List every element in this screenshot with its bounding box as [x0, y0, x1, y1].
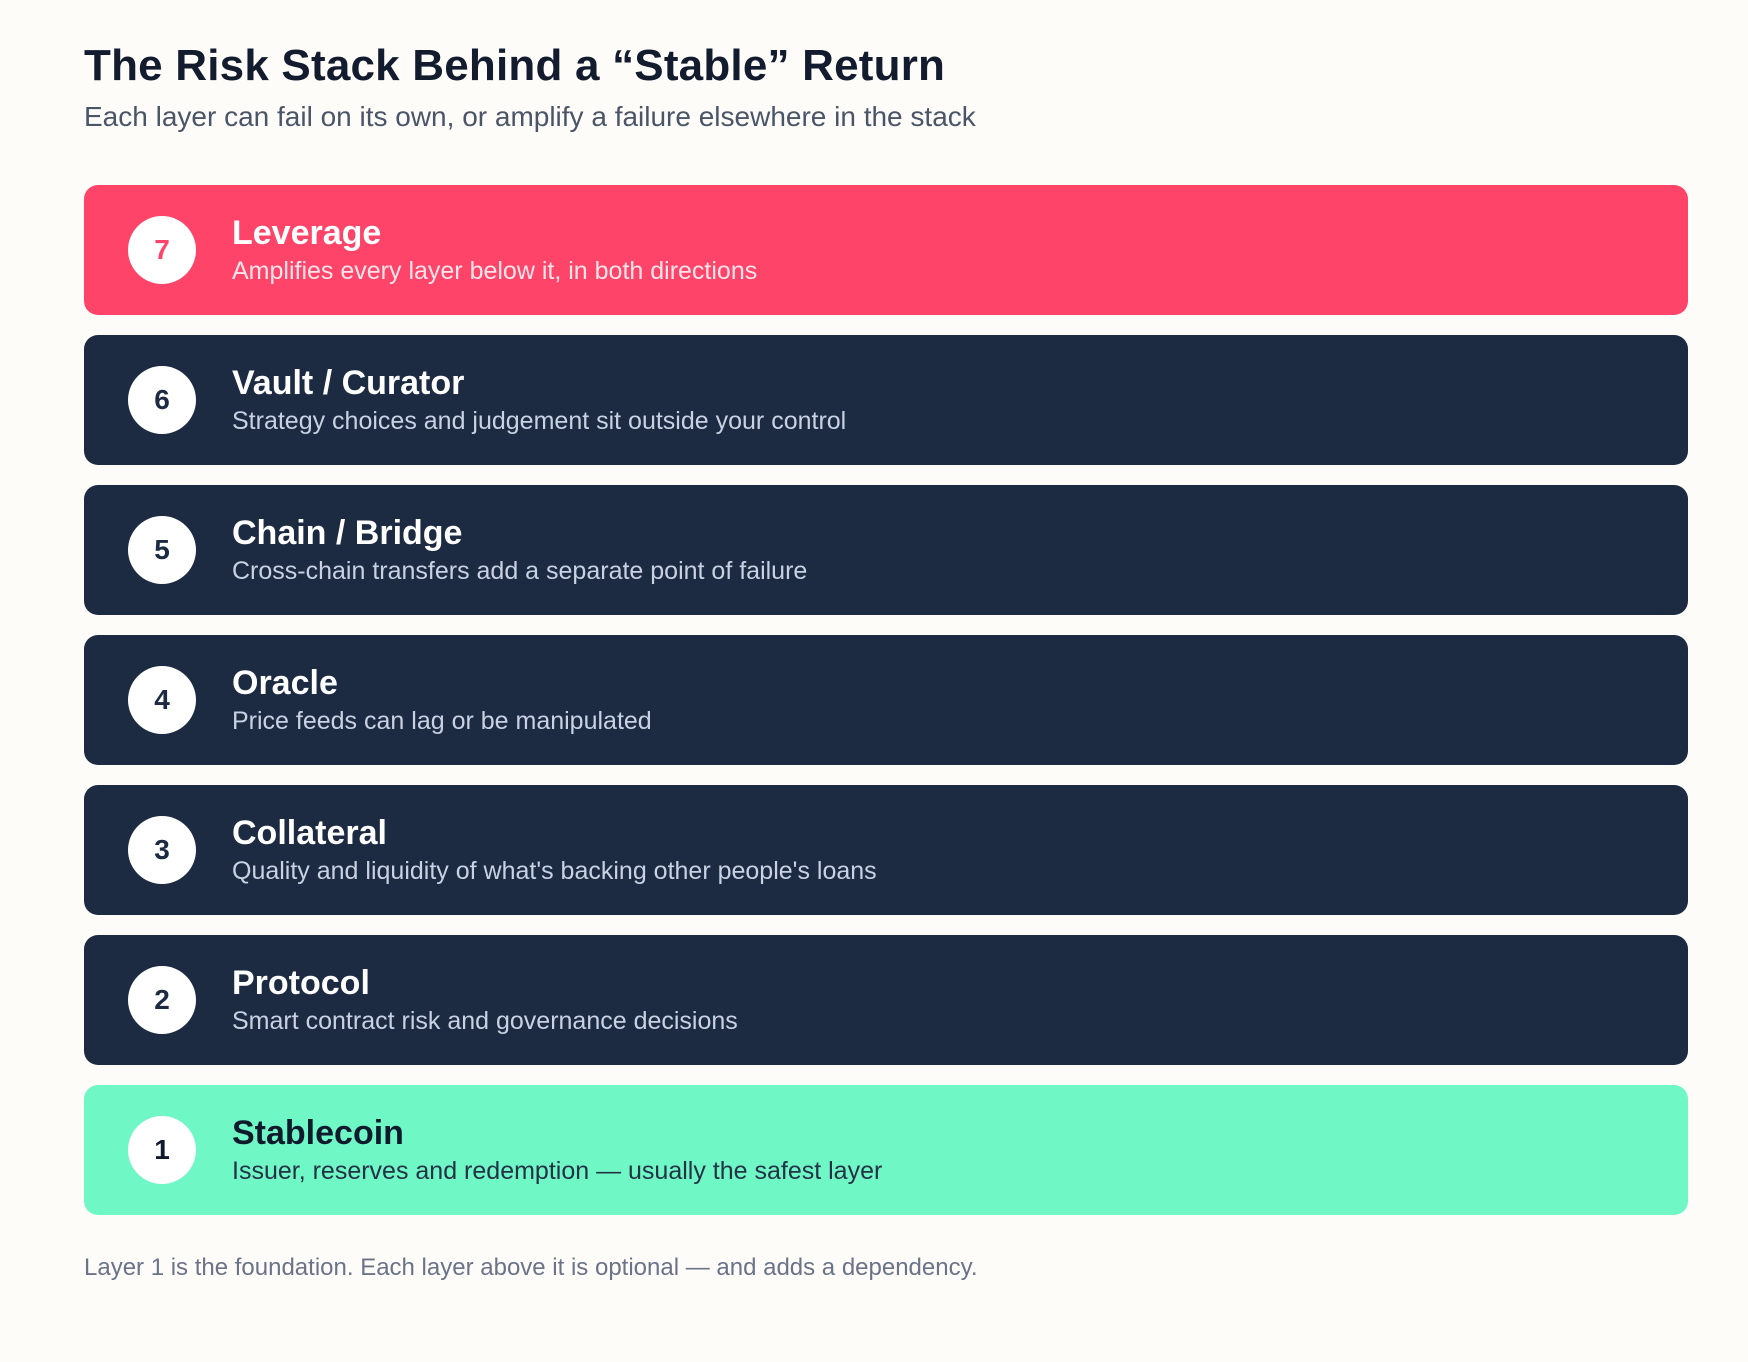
- layer-number-badge: 2: [128, 966, 196, 1034]
- layer-number-badge: 4: [128, 666, 196, 734]
- layer-name: Chain / Bridge: [232, 514, 463, 552]
- footnote: Layer 1 is the foundation. Each layer ab…: [84, 1254, 978, 1281]
- layer-7-leverage: 7 Leverage Amplifies every layer below i…: [84, 185, 1688, 315]
- layer-number-badge: 7: [128, 216, 196, 284]
- layer-name: Leverage: [232, 214, 382, 252]
- layer-text: Stablecoin Issuer, reserves and redempti…: [232, 1113, 882, 1187]
- layer-name: Protocol: [232, 964, 370, 1002]
- layer-name: Stablecoin: [232, 1114, 404, 1152]
- risk-stack-diagram: The Risk Stack Behind a “Stable” Return …: [84, 40, 1688, 1283]
- layer-number-badge: 6: [128, 366, 196, 434]
- page-title: The Risk Stack Behind a “Stable” Return: [84, 41, 946, 90]
- layer-description: Price feeds can lag or be manipulated: [232, 707, 652, 735]
- layer-name: Collateral: [232, 814, 387, 852]
- layer-description: Issuer, reserves and redemption — usuall…: [232, 1157, 883, 1185]
- page-subtitle: Each layer can fail on its own, or ampli…: [84, 101, 976, 132]
- layer-stack: 7 Leverage Amplifies every layer below i…: [84, 185, 1688, 1215]
- layer-1-stablecoin: 1 Stablecoin Issuer, reserves and redemp…: [84, 1085, 1688, 1215]
- layer-description: Strategy choices and judgement sit outsi…: [232, 407, 847, 435]
- layer-number-badge: 5: [128, 516, 196, 584]
- layer-3-collateral: 3 Collateral Quality and liquidity of wh…: [84, 785, 1688, 915]
- layer-name: Vault / Curator: [232, 364, 465, 402]
- layer-name: Oracle: [232, 664, 338, 702]
- layer-text: Protocol Smart contract risk and governa…: [232, 963, 738, 1037]
- layer-number-badge: 3: [128, 816, 196, 884]
- layer-description: Smart contract risk and governance decis…: [232, 1007, 738, 1035]
- layer-description: Quality and liquidity of what's backing …: [232, 857, 877, 885]
- layer-description: Amplifies every layer below it, in both …: [232, 257, 758, 285]
- layer-text: Oracle Price feeds can lag or be manipul…: [232, 663, 652, 737]
- layer-description: Cross-chain transfers add a separate poi…: [232, 557, 808, 585]
- layer-6-vault-curator: 6 Vault / Curator Strategy choices and j…: [84, 335, 1688, 465]
- layer-text: Chain / Bridge Cross-chain transfers add…: [232, 513, 807, 587]
- layer-5-chain-bridge: 5 Chain / Bridge Cross-chain transfers a…: [84, 485, 1688, 615]
- layer-4-oracle: 4 Oracle Price feeds can lag or be manip…: [84, 635, 1688, 765]
- layer-text: Collateral Quality and liquidity of what…: [232, 813, 877, 887]
- layer-number-badge: 1: [128, 1116, 196, 1184]
- layer-text: Vault / Curator Strategy choices and jud…: [232, 363, 846, 437]
- layer-text: Leverage Amplifies every layer below it,…: [232, 213, 757, 287]
- layer-2-protocol: 2 Protocol Smart contract risk and gover…: [84, 935, 1688, 1065]
